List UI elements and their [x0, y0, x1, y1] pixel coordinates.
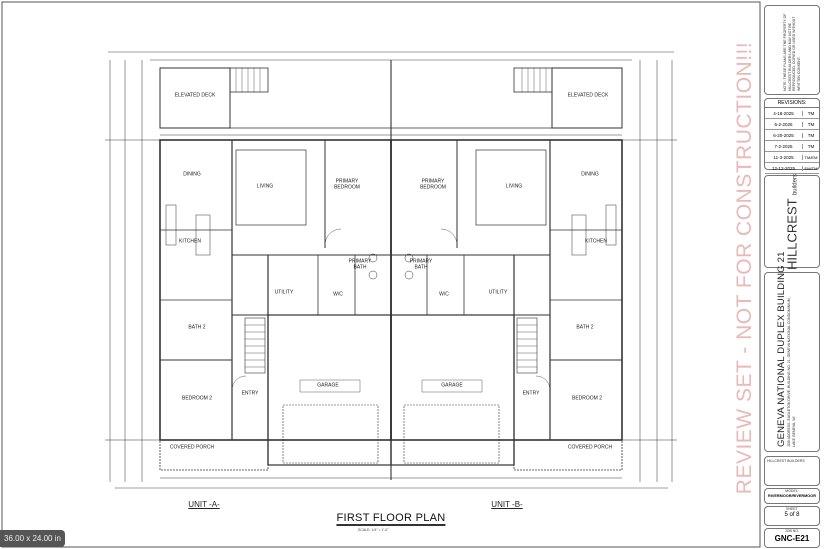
job-label: JOB NO.: [784, 529, 799, 533]
review-watermark: REVIEW SET - NOT FOR CONSTRUCTION!!!: [733, 41, 756, 495]
room-wic-a: W/C: [333, 291, 343, 298]
room-bedroom2-a: BEDROOM 2: [181, 395, 213, 402]
notes-text: NOTE: THESE PLANS ARE THE PROPERTY OF HI…: [782, 13, 801, 91]
room-utility-a: UTILITY: [274, 289, 294, 296]
room-primary-bedroom-b: PRIMARY BEDROOM: [420, 178, 446, 190]
room-bath2-a: BATH 2: [188, 324, 206, 331]
project-box: GENEVA NATIONAL DUPLEX BUILDING 21 JOB A…: [764, 251, 820, 452]
room-garage-b: GARAGE: [441, 382, 463, 389]
plan-title: FIRST FLOOR PLAN: [336, 512, 446, 526]
sheet-value: 5 of 8: [784, 511, 800, 518]
room-bedroom2-b: BEDROOM 2: [571, 395, 603, 402]
model-label: MODEL:: [785, 489, 799, 493]
revisions-title: REVISIONS:: [765, 99, 819, 108]
notes-box: NOTE: THESE PLANS ARE THE PROPERTY OF HI…: [764, 5, 820, 95]
unit-a-label: UNIT -A-: [188, 500, 220, 509]
room-living-a: LIVING: [256, 183, 274, 190]
company-logo: HILLCREST builders: [764, 173, 820, 269]
room-primary-bath-b: PRIMARY BATH: [409, 258, 433, 270]
company-info: HILLCREST BUILDERS: [764, 456, 820, 486]
room-kitchen-a: KITCHEN: [179, 238, 201, 245]
room-garage-a: GARAGE: [317, 382, 339, 389]
room-dining-a: DINING: [183, 171, 201, 178]
room-elevated-deck-a: ELEVATED DECK: [174, 92, 216, 99]
room-covered-porch-a: COVERED PORCH: [169, 444, 215, 451]
sheet-label: SHEET: [786, 507, 798, 511]
unit-a-walls: [105, 60, 392, 482]
room-primary-bath-a: PRIMARY BATH: [348, 258, 372, 270]
room-living-b: LIVING: [505, 183, 523, 190]
room-bath2-b: BATH 2: [576, 324, 594, 331]
room-dining-b: DINING: [581, 171, 599, 178]
unit-b-label: UNIT -B-: [491, 500, 523, 509]
room-kitchen-b: KITCHEN: [585, 238, 607, 245]
room-primary-bedroom-a: PRIMARY BEDROOM: [334, 178, 360, 190]
company-name: HILLCREST BUILDERS: [767, 459, 805, 463]
room-entry-b: ENTRY: [522, 390, 540, 397]
project-title: GENEVA NATIONAL DUPLEX BUILDING 21: [775, 251, 787, 447]
model-value: RIVERMOOR/RIVERMOOR: [768, 493, 816, 498]
room-utility-b: UTILITY: [488, 289, 508, 296]
model-box: MODEL: RIVERMOOR/RIVERMOOR: [764, 488, 820, 504]
room-elevated-deck-b: ELEVATED DECK: [567, 92, 609, 99]
room-entry-a: ENTRY: [241, 390, 259, 397]
logo-subtext: builders: [792, 173, 799, 195]
sheet-box: SHEET 5 of 8: [764, 506, 820, 526]
job-box: JOB NO. GNC-E21: [764, 528, 820, 548]
room-covered-porch-b: COVERED PORCH: [567, 444, 613, 451]
room-wic-b: W/C: [439, 291, 449, 298]
page-size-indicator: 36.00 x 24.00 in: [0, 530, 65, 547]
plan-scale: SCALE: 1/4" = 1'-0": [358, 528, 389, 532]
project-address: JOB ADDRESS: EAGLETON DRIVE, BUILDING NO…: [786, 297, 796, 447]
job-number: GNC-E21: [774, 533, 810, 543]
